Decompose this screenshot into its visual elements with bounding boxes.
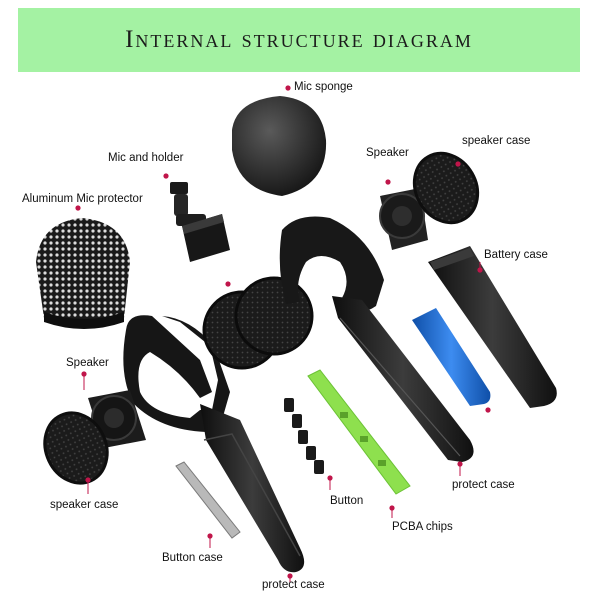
label-aluminum-mic-protector: Aluminum Mic protector <box>22 193 143 205</box>
label-battery-case: Battery case <box>484 249 548 261</box>
mic-sponge <box>232 96 327 196</box>
pcba-board <box>307 369 411 495</box>
label-button: Button <box>330 495 364 507</box>
label-mic-and-holder: Mic and holder <box>108 152 184 164</box>
aluminum-mic-protector <box>36 218 130 329</box>
button-case <box>175 461 241 539</box>
label-button-case: Button case <box>162 552 223 564</box>
label-protect-case-right: protect case <box>452 479 515 491</box>
diagram-title: Internal structure diagram <box>125 26 473 53</box>
label-speaker-left: Speaker <box>66 357 109 369</box>
title-banner: Internal structure diagram <box>18 8 580 72</box>
speaker-case-left <box>43 411 109 485</box>
battery-case <box>428 246 557 408</box>
leader-dots <box>75 85 491 579</box>
leader-lines <box>83 262 481 582</box>
label-mic-sponge: Mic sponge <box>294 81 353 93</box>
speaker-case-right <box>412 151 480 225</box>
speaker-right <box>379 188 428 250</box>
label-pcba-chips: PCBA chips <box>392 521 453 533</box>
protect-case-right-body <box>279 216 474 462</box>
label-speaker-case-left: speaker case <box>50 499 119 511</box>
battery-cell <box>412 308 491 406</box>
label-speaker-case-top: speaker case <box>462 135 531 147</box>
protect-case-left-body <box>123 315 305 573</box>
label-protect-case-bottom: protect case <box>262 579 325 591</box>
mic-and-holder <box>170 182 230 262</box>
buttons <box>284 398 324 474</box>
label-speaker-top: Speaker <box>366 147 409 159</box>
